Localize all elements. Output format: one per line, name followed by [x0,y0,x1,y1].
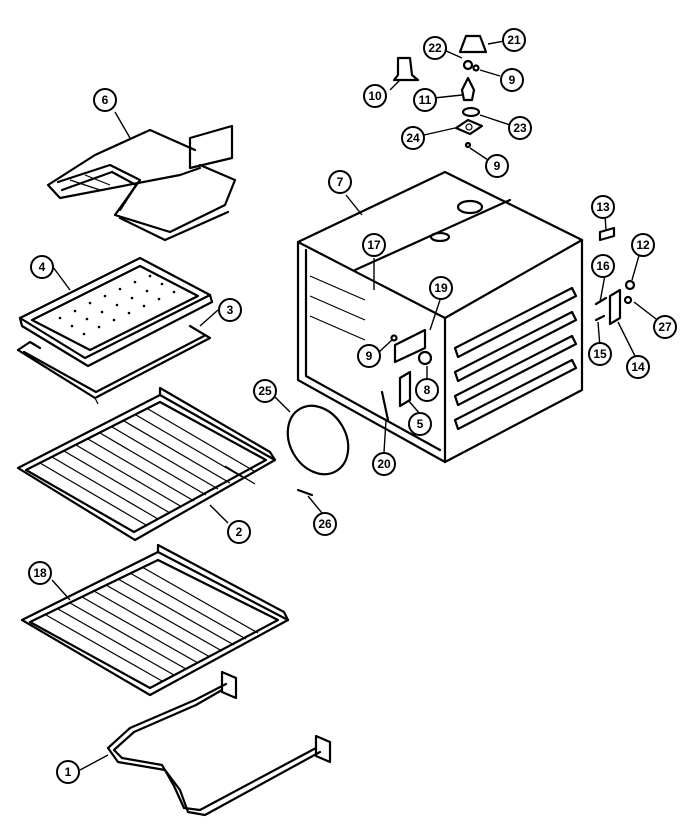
callout-15: 15 [588,342,612,366]
svg-text:25: 25 [258,384,272,398]
callout-14: 14 [626,355,650,379]
svg-text:5: 5 [417,417,424,431]
svg-text:11: 11 [419,93,432,107]
svg-text:21: 21 [507,33,521,47]
svg-text:15: 15 [593,347,607,361]
callout-13: 13 [591,195,615,219]
callout-18: 18 [28,561,52,585]
callout-7: 7 [328,170,352,194]
callout-22: 22 [423,36,447,60]
callout-6: 6 [93,88,117,112]
svg-text:4: 4 [39,260,46,274]
svg-text:18: 18 [33,566,47,580]
svg-text:9: 9 [366,349,373,363]
svg-text:8: 8 [424,383,431,397]
callout-4: 4 [30,255,54,279]
svg-text:17: 17 [367,238,381,252]
light-assembly [296,34,636,497]
leader-lines [51,39,661,771]
callout-11: 11 [413,88,437,112]
svg-text:9: 9 [509,73,516,87]
callout-2: 2 [227,520,251,544]
callout-21: 21 [502,28,526,52]
svg-text:12: 12 [636,238,650,252]
broil-pan [16,324,212,405]
bake-element [106,670,332,817]
svg-text:14: 14 [631,360,645,374]
svg-text:7: 7 [337,175,344,189]
callout-27: 27 [653,315,677,339]
svg-text:24: 24 [406,131,420,145]
callout-8: 8 [415,378,439,402]
callout-9-cavity: 9 [357,344,381,368]
svg-text:20: 20 [377,457,391,471]
callout-16: 16 [591,254,615,278]
svg-text:26: 26 [318,517,332,531]
broil-pan-insert [18,256,214,368]
svg-text:10: 10 [368,89,382,103]
oven-cavity [296,170,584,464]
oven-rack-upper [16,386,277,542]
svg-text:22: 22 [428,41,442,55]
svg-text:27: 27 [658,320,672,334]
svg-text:13: 13 [596,200,610,214]
callout-17: 17 [362,233,386,257]
callout-24: 24 [401,126,425,150]
svg-text:16: 16 [596,259,610,273]
callout-9-mid: 9 [485,154,509,178]
svg-text:19: 19 [434,281,448,295]
callout-10: 10 [363,84,387,108]
svg-text:1: 1 [65,765,72,779]
callout-12: 12 [631,233,655,257]
callout-3: 3 [218,298,242,322]
light-gasket [286,404,350,476]
callout-23: 23 [508,116,532,140]
callout-1: 1 [56,760,80,784]
callout-25: 25 [253,379,277,403]
svg-text:23: 23 [513,121,527,135]
callout-20: 20 [372,452,396,476]
callout-9-top: 9 [500,68,524,92]
svg-text:9: 9 [494,159,501,173]
callout-5: 5 [408,412,432,436]
oven-rack-lower [20,543,290,697]
svg-text:3: 3 [227,303,234,317]
svg-text:6: 6 [102,93,109,107]
svg-text:2: 2 [236,525,243,539]
callout-26: 26 [313,512,337,536]
callout-19: 19 [429,276,453,300]
broil-element [46,124,237,242]
